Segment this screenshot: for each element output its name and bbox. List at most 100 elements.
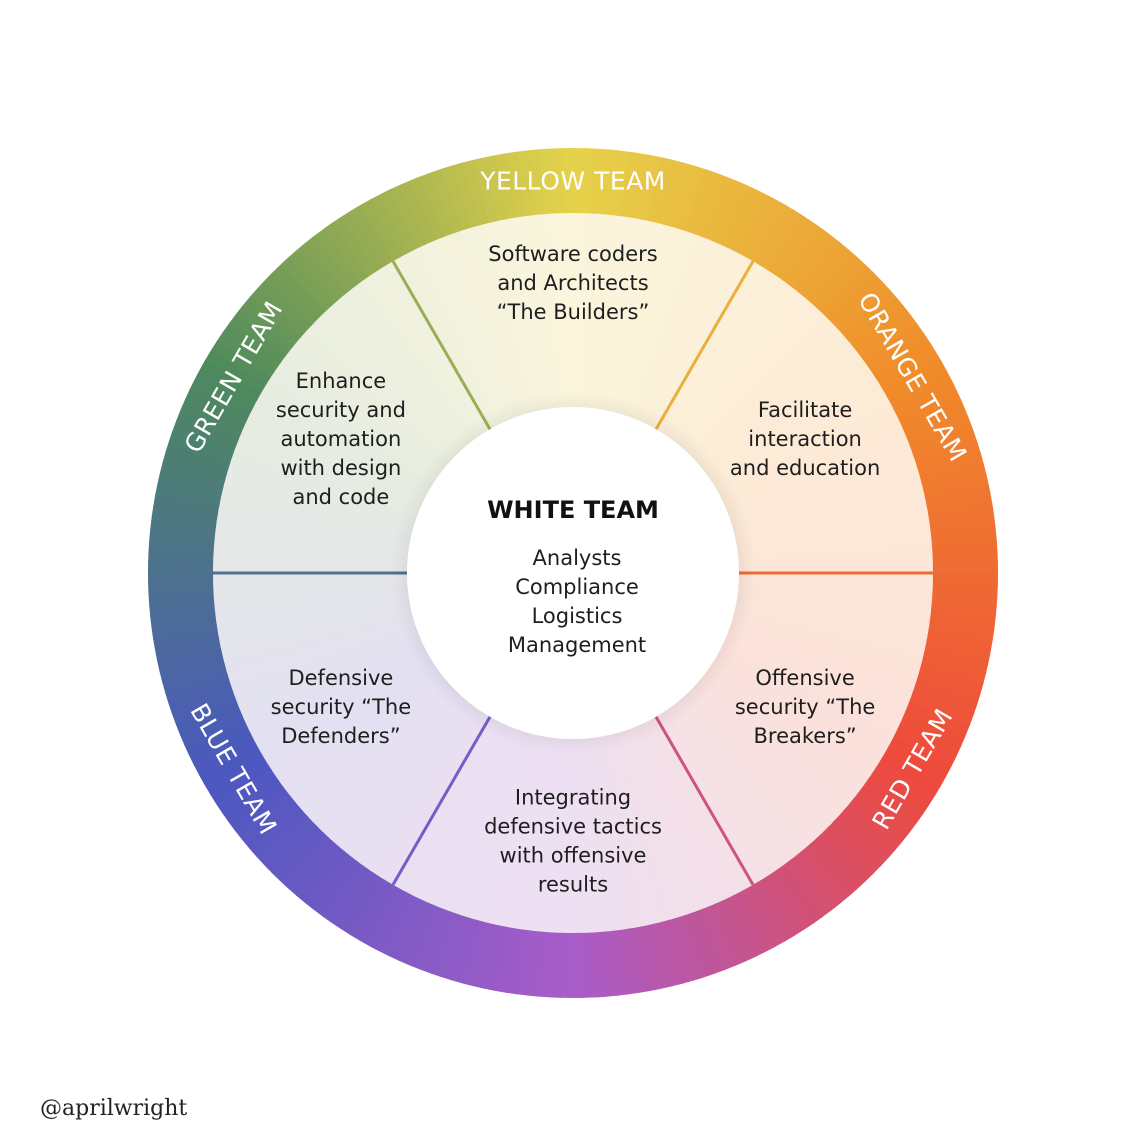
white-team-role: Compliance <box>515 575 639 599</box>
segment-slice <box>213 583 408 611</box>
outer-ring-slice <box>256 812 313 866</box>
segment-slice <box>624 230 699 418</box>
segment-slice <box>426 238 512 422</box>
segment-slice <box>613 223 675 414</box>
outer-ring-slice <box>184 717 249 756</box>
outer-ring-slice <box>537 930 555 998</box>
segment-slice <box>349 703 476 865</box>
outer-ring-slice <box>838 806 897 859</box>
outer-ring-slice <box>845 296 905 349</box>
outer-ring-slice <box>153 493 221 517</box>
outer-ring-slice <box>517 150 537 218</box>
outer-ring-slice <box>928 610 996 631</box>
segment-slice <box>435 726 517 912</box>
outer-ring-slice <box>883 360 948 403</box>
outer-ring-slice <box>833 280 890 334</box>
outer-ring-slice <box>463 159 491 227</box>
segment-slice <box>703 351 866 477</box>
outer-ring-slice <box>390 184 429 249</box>
outer-ring-slice <box>159 655 227 683</box>
outer-ring-slice <box>193 734 258 776</box>
segment-slice <box>332 295 468 450</box>
outer-ring-slice <box>638 155 663 223</box>
outer-ring-slice <box>913 674 981 706</box>
outer-ring-slice <box>472 921 499 989</box>
outer-ring-slice <box>272 263 327 320</box>
outer-ring-slice <box>673 914 705 981</box>
segment-slice <box>674 700 805 859</box>
outer-ring-slice <box>287 838 340 897</box>
outer-ring-slice <box>152 627 221 651</box>
segment-slice <box>726 438 913 518</box>
segment-slice <box>713 382 887 492</box>
outer-ring-slice <box>148 537 216 555</box>
outer-ring-slice <box>321 862 370 924</box>
segment-slice <box>223 612 414 673</box>
outer-ring-slice <box>904 410 971 446</box>
segment-slice <box>730 461 920 529</box>
segment-slice <box>699 675 857 807</box>
segment-slice <box>238 634 422 720</box>
segment-slice <box>706 665 872 787</box>
outer-ring-slice <box>928 517 996 537</box>
outer-ring-slice <box>925 629 993 653</box>
outer-ring-slice <box>851 791 911 842</box>
segment-slice <box>687 688 832 834</box>
segment-text-line: interaction <box>748 427 862 451</box>
segment-slice <box>650 255 756 430</box>
outer-ring <box>148 148 998 998</box>
segment-slice <box>710 371 880 487</box>
segment-slice <box>669 703 795 866</box>
outer-ring-slice <box>701 176 738 242</box>
outer-ring-slice <box>655 919 683 987</box>
segment-slice <box>218 600 411 648</box>
outer-ring-slice <box>767 868 814 931</box>
outer-ring-slice <box>179 709 246 746</box>
outer-ring-slice <box>168 429 236 463</box>
outer-ring-slice <box>388 896 427 962</box>
outer-ring-slice <box>751 879 796 942</box>
segment-slice <box>728 624 916 699</box>
outer-ring-slice <box>896 719 962 758</box>
outer-ring-slice <box>665 162 696 230</box>
segment-text-line: Facilitate <box>758 398 852 422</box>
segment-text-line: Defenders” <box>281 724 400 748</box>
outer-ring-slice <box>791 235 842 295</box>
outer-ring-slice <box>874 341 937 387</box>
outer-ring-slice <box>241 797 301 850</box>
outer-ring-slice <box>931 550 998 566</box>
segment-slice <box>459 730 528 920</box>
segment-slice <box>736 510 930 552</box>
outer-ring-slice <box>610 150 631 218</box>
segment-slice <box>688 314 834 459</box>
segment-slice <box>612 732 673 923</box>
outer-ring-slice <box>907 692 974 727</box>
outer-ring-slice <box>629 153 653 221</box>
segment-slice <box>382 259 492 433</box>
outer-ring-slice <box>149 526 217 545</box>
team-label-yellow-team: YELLOW TEAM <box>479 167 666 196</box>
outer-ring-slice <box>235 304 295 355</box>
outer-ring-slice <box>868 332 931 379</box>
segment-slice <box>295 678 450 814</box>
outer-ring-slice <box>323 221 371 283</box>
segment-slice <box>730 618 920 687</box>
segment-text-line: results <box>538 873 608 897</box>
segment-slice <box>498 218 546 411</box>
outer-ring-slice <box>550 148 566 215</box>
outer-ring-slice <box>923 638 991 663</box>
outer-ring-slice <box>813 257 867 314</box>
outer-ring-slice <box>925 495 994 519</box>
segment-slice <box>684 305 825 455</box>
segment-slice <box>229 623 418 697</box>
outer-ring-slice <box>619 151 642 219</box>
segment-slice <box>244 412 425 506</box>
outer-ring-slice <box>897 390 962 429</box>
segment-text-line: with offensive <box>500 844 647 868</box>
segment-slice <box>216 594 410 636</box>
segment-slice <box>449 229 523 418</box>
outer-ring-slice <box>349 878 394 942</box>
segment-slice <box>390 716 496 891</box>
segment-slice <box>321 691 462 841</box>
